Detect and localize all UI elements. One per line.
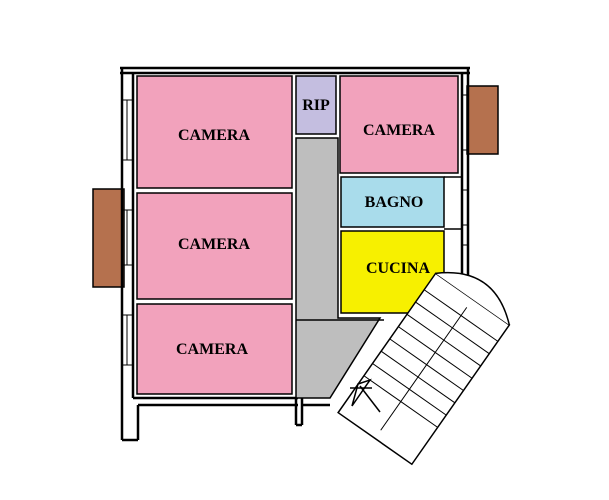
room-camera-top-left [136, 75, 293, 189]
balcony-left [92, 188, 125, 288]
staircase-curve [435, 271, 511, 326]
staircase [337, 271, 511, 466]
room-camera-mid-left [136, 192, 293, 300]
window-marks [122, 94, 468, 366]
walls [120, 66, 470, 442]
label-cucina: CUCINA [366, 260, 430, 277]
entrance-arrow-icon [350, 378, 381, 413]
room-rip [295, 75, 337, 135]
stair-steps [363, 289, 499, 428]
label-camera-mid-left: CAMERA [178, 236, 250, 253]
label-camera-bottom-left: CAMERA [176, 341, 248, 358]
label-rip: RIP [302, 97, 330, 114]
balcony-right [466, 85, 499, 155]
label-bagno: BAGNO [365, 194, 424, 211]
room-camera-top-right [339, 75, 459, 174]
label-camera-top-right: CAMERA [363, 122, 435, 139]
label-camera-top-left: CAMERA [178, 127, 250, 144]
corridor [295, 137, 382, 399]
room-camera-bottom-left [136, 303, 293, 395]
room-bagno [340, 176, 445, 228]
